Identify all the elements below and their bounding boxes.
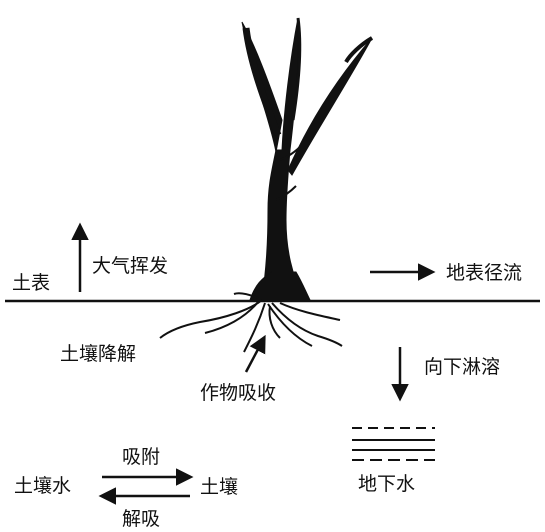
soil-surface-label: 土表	[12, 272, 50, 294]
groundwater-lines	[352, 428, 435, 460]
plant-illustration	[242, 18, 372, 300]
soil-degradation-label: 土壤降解	[60, 343, 136, 365]
plant-uptake-label: 作物吸收	[200, 382, 276, 404]
leaching-label: 向下淋溶	[424, 356, 500, 378]
soil-label: 土壤	[200, 476, 238, 498]
groundwater-label: 地下水	[358, 473, 415, 495]
runoff-label: 地表径流	[446, 262, 522, 284]
desorption-label: 解吸	[122, 508, 160, 530]
soil-water-label: 土壤水	[14, 475, 71, 497]
volatilization-label: 大气挥发	[92, 255, 168, 277]
adsorption-label: 吸附	[122, 446, 160, 468]
